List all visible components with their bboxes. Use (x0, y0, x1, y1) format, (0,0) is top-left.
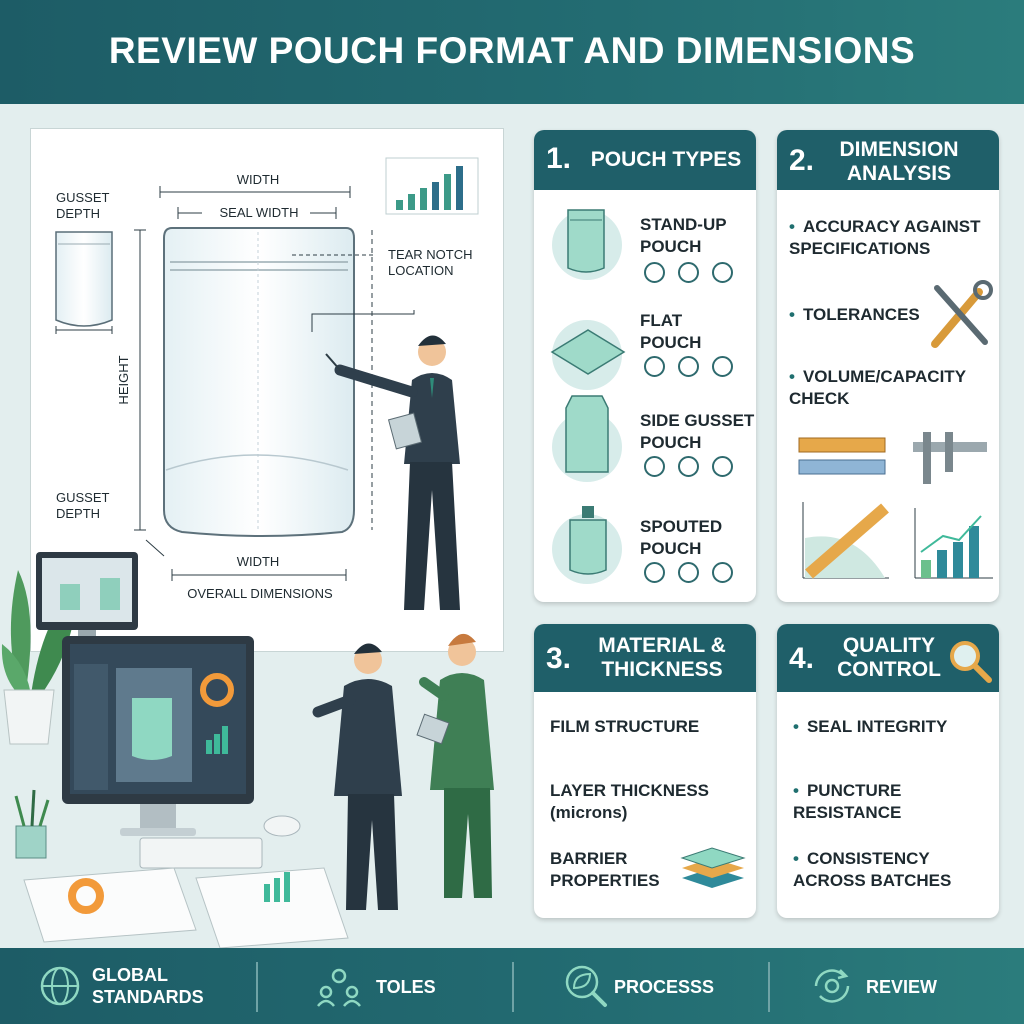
footer-divider (768, 962, 770, 1012)
bullet-tolerances: TOLERANCES (789, 304, 929, 326)
footer-divider (256, 962, 258, 1012)
thermometer-icon (678, 356, 699, 377)
footer-divider (512, 962, 514, 1012)
card-number: 3. (546, 642, 572, 675)
card-title: POUCH TYPES (590, 148, 742, 171)
team-icon (317, 968, 361, 1007)
check-icon (644, 356, 665, 377)
page-title: REVIEW POUCH FORMAT AND DIMENSIONS (108, 30, 916, 71)
pouch-type-flat: FLAT POUCH (640, 311, 702, 352)
barrier-properties-text: BARRIER PROPERTIES (550, 849, 660, 890)
pouch-types-header: 1. POUCH TYPES (534, 130, 756, 190)
card-title: DIMENSION ANALYSIS (839, 138, 959, 185)
spouted-pouch-glyph (569, 506, 607, 575)
target-icon (678, 562, 699, 583)
list-icon (712, 356, 733, 377)
gusset-depth-label-bottom: GUSSET DEPTH (56, 490, 110, 521)
info-icon (712, 262, 733, 283)
card-title: MATERIAL & THICKNESS (598, 634, 726, 681)
width-label-bottom: WIDTH (236, 554, 280, 569)
header-banner (0, 0, 1024, 104)
flask-icon (678, 456, 699, 477)
tear-notch-label: TEAR NOTCH LOCATION (388, 247, 473, 278)
gauge-icon (678, 262, 699, 283)
pouch-type-spouted: SPOUTED POUCH (640, 517, 723, 558)
footer-toles[interactable]: TOLES (376, 977, 436, 997)
dimension-analysis-card: 2. DIMENSION ANALYSIS ACCURACY AGAINST S… (777, 130, 999, 602)
footer-global-standards[interactable]: GLOBAL STANDARDS (92, 965, 204, 1007)
pouch-types-card: 1. POUCH TYPES STAND-UP POUCH FLAT POUCH… (534, 130, 756, 602)
dimension-analysis-header: 2. DIMENSION ANALYSIS (777, 130, 999, 190)
globe-icon (40, 966, 80, 1006)
bullet-volume: VOLUME/CAPACITY CHECK (789, 366, 995, 410)
height-label: HEIGHT (116, 355, 131, 405)
width-label-top: WIDTH (236, 172, 280, 187)
material-thickness-card: 3. MATERIAL & THICKNESS FILM STRUCTURE L… (534, 624, 756, 918)
card-number: 2. (789, 144, 815, 177)
layer-thickness-text: LAYER THICKNESS (microns) (550, 781, 710, 822)
leaf-icon (712, 456, 733, 477)
card-number: 4. (789, 642, 815, 675)
card-number: 1. (546, 142, 572, 175)
bullet-consistency: CONSISTENCY ACROSS BATCHES (793, 848, 993, 892)
side-gusset-pouch-glyph (565, 395, 609, 473)
card-title: QUALITY CONTROL (837, 634, 941, 681)
check-icon (644, 262, 665, 283)
pouch-type-side-gusset: SIDE GUSSET POUCH (640, 411, 755, 452)
edit-icon (712, 562, 733, 583)
pouch-type-standup: STAND-UP POUCH (640, 215, 727, 256)
film-structure-text: FILM STRUCTURE (550, 717, 700, 736)
bullet-puncture: PUNCTURE RESISTANCE (793, 780, 943, 824)
material-thickness-header: 3. MATERIAL & THICKNESS (534, 624, 756, 692)
flat-pouch-glyph (550, 329, 626, 375)
quality-control-header: 4. QUALITY CONTROL (777, 624, 999, 692)
bullet-accuracy: ACCURACY AGAINST SPECIFICATIONS (789, 216, 995, 260)
gusset-depth-label-top: GUSSET DEPTH (56, 190, 110, 221)
calendar-icon (644, 456, 665, 477)
leaf-search-icon (565, 965, 607, 1007)
layers-icon (680, 847, 746, 888)
magnifier-icon (950, 641, 992, 683)
tools-icon (931, 280, 993, 348)
bullet-seal-integrity: SEAL INTEGRITY (793, 716, 993, 738)
footer-review[interactable]: REVIEW (866, 977, 938, 997)
review-cycle-icon (814, 969, 850, 1003)
flask-icon (644, 562, 665, 583)
overall-dimensions-label: OVERALL DIMENSIONS (187, 586, 333, 601)
footer-processs[interactable]: PROCESSS (614, 977, 715, 997)
quality-control-card: 4. QUALITY CONTROL SEAL INTEGRITY PUNCTU… (777, 624, 999, 918)
standup-pouch-glyph (567, 209, 605, 273)
measurement-illustration (798, 432, 993, 579)
seal-width-label: SEAL WIDTH (219, 205, 299, 220)
